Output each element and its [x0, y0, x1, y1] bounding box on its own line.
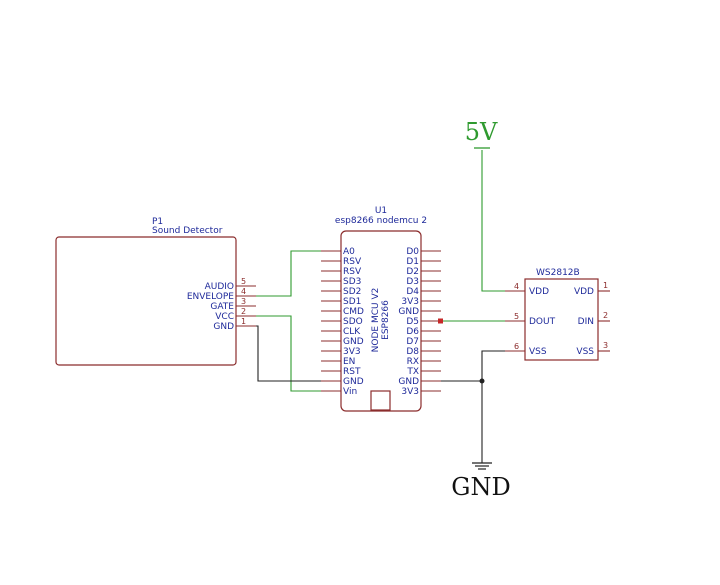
- ws-left-pin-number: 6: [514, 342, 519, 351]
- u1-right-pin-label: 3V3: [401, 297, 419, 307]
- p1-pin-label: VCC: [215, 312, 234, 322]
- u1-right-pin-label: TX: [406, 367, 419, 377]
- ground-symbol: GND: [451, 462, 511, 501]
- u1-left-pin-label: CLK: [343, 327, 361, 337]
- wire-d5-junction: [438, 318, 443, 324]
- u1-left-pin-label: SD3: [343, 277, 361, 287]
- u1-right-pin-label: D6: [406, 327, 419, 337]
- ground-label: GND: [451, 473, 510, 501]
- ws-right-pin-number: 3: [603, 341, 608, 350]
- wire-gnd-u1: [256, 325, 321, 382]
- u1-left-pin-label: EN: [343, 357, 355, 367]
- u1-usb-port: [370, 390, 391, 411]
- power-5v-symbol: 5V: [465, 118, 498, 149]
- u1-left-pin-label: Vin: [343, 387, 357, 397]
- p1-pin-label: GATE: [210, 302, 234, 312]
- p1-value: Sound Detector: [152, 226, 223, 236]
- u1-left-pin-label: A0: [343, 247, 355, 257]
- p1-pin-label: GND: [213, 322, 234, 332]
- u1-left-pin-label: GND: [343, 377, 364, 387]
- p1-pin-label: ENVELOPE: [187, 292, 234, 302]
- wire-5v-vdd: [481, 150, 505, 292]
- ws-ref: WS2812B: [536, 268, 580, 278]
- ws-right-pin-label: VDD: [574, 287, 594, 297]
- u1-right-pin-label: D5: [406, 317, 419, 327]
- ws-body: [524, 278, 599, 361]
- ws-right-pin-number: 1: [603, 281, 608, 290]
- u1-ref: U1: [375, 206, 387, 216]
- u1-right-pin-label: D4: [406, 287, 419, 297]
- u1-left-pin-label: CMD: [343, 307, 364, 317]
- ws-left-pin-label: DOUT: [529, 317, 556, 327]
- nodemcu-component: U1 esp8266 nodemcu 2 NODE MCU V2 ESP8266…: [321, 206, 441, 412]
- u1-right-pin-label: D8: [406, 347, 419, 357]
- ws-left-pin-label: VDD: [529, 287, 549, 297]
- p1-pin-number: 1: [241, 317, 246, 326]
- ws-right-pin-label: DIN: [578, 317, 594, 327]
- wire-envelope-a0: [256, 250, 321, 297]
- u1-value: esp8266 nodemcu 2: [335, 216, 427, 226]
- u1-right-pin-label: 3V3: [401, 387, 419, 397]
- p1-ref: P1: [152, 217, 163, 227]
- u1-right-pin-label: D0: [406, 247, 419, 257]
- p1-pin-label: AUDIO: [205, 282, 234, 292]
- u1-left-pin-label: SD2: [343, 287, 361, 297]
- ws-right-pin-label: VSS: [576, 347, 594, 357]
- wires: [256, 150, 505, 463]
- p1-pin-number: 2: [241, 307, 246, 316]
- u1-right-pin-label: D1: [406, 257, 419, 267]
- power-5v-label: 5V: [465, 118, 498, 146]
- wire-gnd-junction: [479, 378, 485, 384]
- wire-vcc-vin: [256, 315, 321, 392]
- u1-left-pin-label: 3V3: [343, 347, 361, 357]
- ws-left-pin-number: 5: [514, 312, 519, 321]
- u1-left-pin-label: RSV: [343, 267, 362, 277]
- p1-pin-number: 5: [241, 277, 246, 286]
- u1-right-pin-label: D3: [406, 277, 419, 287]
- u1-right-pin-label: D2: [406, 267, 419, 277]
- wire-vss-gnd: [481, 350, 505, 463]
- u1-body-label-1: NODE MCU V2: [371, 288, 381, 353]
- ws-right-pin-number: 2: [603, 311, 608, 320]
- p1-pin-number: 3: [241, 297, 246, 306]
- p1-pin-number: 4: [241, 287, 246, 296]
- u1-right-pin-label: GND: [398, 377, 419, 387]
- u1-left-pin-label: SDO: [343, 317, 363, 327]
- p1-body: [55, 236, 237, 366]
- u1-left-pin-label: SD1: [343, 297, 361, 307]
- u1-left-pins: A0RSVRSVSD3SD2SD1CMDSDOCLKGND3V3ENRSTGND…: [321, 247, 364, 397]
- u1-right-pin-label: GND: [398, 307, 419, 317]
- u1-left-pin-label: RSV: [343, 257, 362, 267]
- u1-body-label-2: ESP8266: [381, 300, 391, 340]
- u1-left-pin-label: RST: [343, 367, 361, 377]
- u1-right-pin-label: RX: [407, 357, 419, 367]
- ws-left-pin-label: VSS: [529, 347, 547, 357]
- ws-left-pin-number: 4: [514, 282, 519, 291]
- u1-right-pin-label: D7: [406, 337, 419, 347]
- u1-left-pin-label: GND: [343, 337, 364, 347]
